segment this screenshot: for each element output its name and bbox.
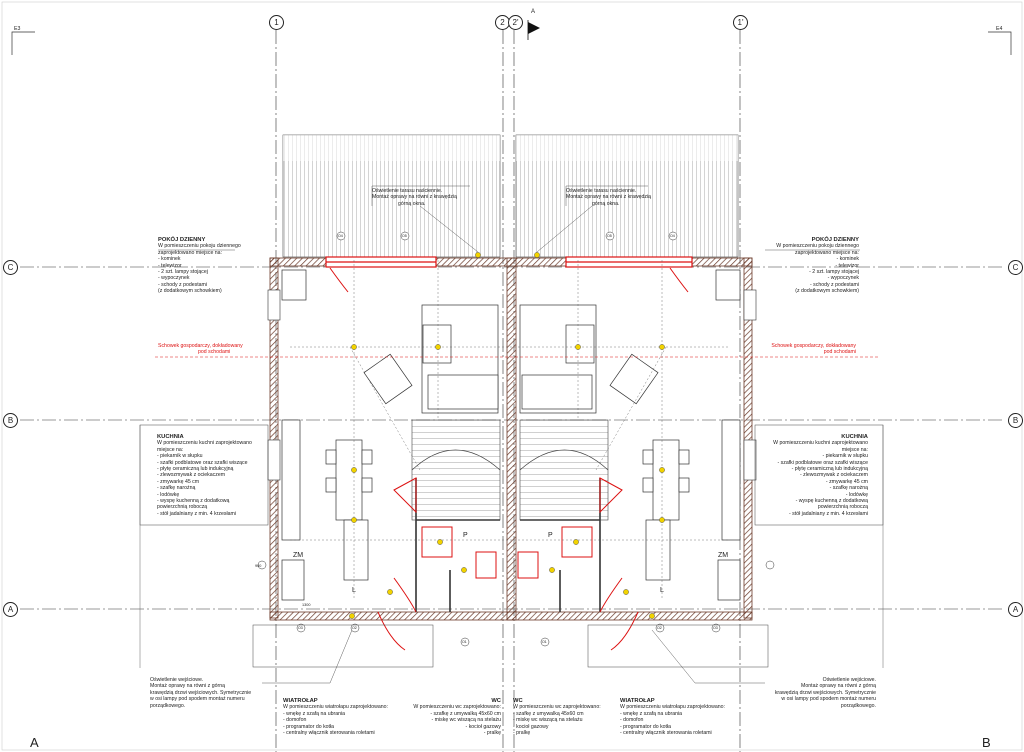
note-terrace-light-right: Oświetlenie tarasu naściennie. Montaż op…	[566, 188, 652, 207]
grid-lines	[20, 30, 1005, 752]
note-windbreak-right: WIATROŁAP W pomieszczeniu wiatrołapu zap…	[620, 698, 725, 737]
note-windbreak-left: WIATROŁAP W pomieszczeniu wiatrołapu zap…	[283, 698, 388, 737]
light-points	[349, 252, 665, 619]
dim-tag: 900	[255, 564, 262, 568]
furniture	[281, 269, 741, 601]
electrical-lines	[290, 260, 730, 600]
section-marker-right: B	[982, 735, 991, 750]
axis-label-a-right: A	[1008, 602, 1023, 617]
window-tag: O2	[352, 626, 357, 630]
axis-label-b-left: B	[3, 413, 18, 428]
note-entry-light-left: Oświetlenie wejściowe. Montaż oprawy na …	[150, 677, 252, 709]
north-arrow	[528, 22, 540, 34]
window-tag: O4	[670, 234, 675, 238]
note-kitchen-left: KUCHNIA W pomieszczeniu kuchni zaprojekt…	[157, 434, 252, 517]
note-living-right: POKÓJ DZIENNY W pomieszczeniu pokoju dzi…	[776, 237, 859, 295]
section-marker-left: A	[30, 735, 39, 750]
tag-zm-left: ZM	[293, 552, 304, 559]
window-tag: O4	[338, 234, 343, 238]
windows-side	[267, 289, 757, 481]
outer-rails	[139, 425, 884, 668]
note-terrace-light-left: Oświetlenie tarasu naściennie. Montaż op…	[372, 188, 458, 207]
note-storage-right: Schowek gospodarczy, dokładowany pod sch…	[771, 343, 856, 356]
window-tag: O1	[462, 640, 467, 644]
window-tag: O3	[298, 626, 303, 630]
note-wc-right: WC W pomieszczeniu wc zaprojektowano: - …	[513, 698, 601, 737]
corner-marks	[11, 31, 1012, 55]
window-tag: O5	[402, 234, 407, 238]
axis-label-b-right: B	[1008, 413, 1023, 428]
axis-label-c-right: C	[1008, 260, 1023, 275]
dim-tag: 1300	[302, 603, 311, 607]
tag-l-left: L	[352, 587, 356, 594]
window-tag: O3	[713, 626, 718, 630]
north-label: A	[531, 9, 536, 15]
window-tag: O1	[542, 640, 547, 644]
corner-tag-right: E4	[996, 26, 1003, 32]
note-storage-left: Schowek gospodarczy, dokładowany pod sch…	[158, 343, 243, 356]
stairs	[411, 419, 609, 521]
axis-label-c-left: C	[3, 260, 18, 275]
outer-walls	[269, 257, 753, 621]
note-wc-left: WC W pomieszczeniu wc zaprojektowano: - …	[413, 698, 501, 737]
axis-label-a-left: A	[3, 602, 18, 617]
tag-p-left: P	[463, 532, 468, 539]
red-fixtures	[329, 267, 689, 651]
window-tag: O2	[657, 626, 662, 630]
axis-label-1-prime: 1'	[733, 15, 748, 30]
axis-label-2-prime: 2'	[508, 15, 523, 30]
tag-p-right: P	[548, 532, 553, 539]
corner-tag-left: E3	[14, 26, 21, 32]
tag-circles	[257, 231, 775, 647]
callout-leaders	[158, 185, 860, 684]
note-living-left: POKÓJ DZIENNY W pomieszczeniu pokoju dzi…	[158, 237, 241, 295]
note-kitchen-right: KUCHNIA W pomieszczeniu kuchni zaprojekt…	[773, 434, 868, 517]
tag-l-right: L	[660, 587, 664, 594]
axis-label-1: 1	[269, 15, 284, 30]
windows-top	[325, 256, 693, 268]
note-entry-light-right: Oświetlenie wejściowe. Montaż oprawy na …	[774, 677, 876, 709]
window-tag: O5	[607, 234, 612, 238]
tag-zm-right: ZM	[718, 552, 729, 559]
